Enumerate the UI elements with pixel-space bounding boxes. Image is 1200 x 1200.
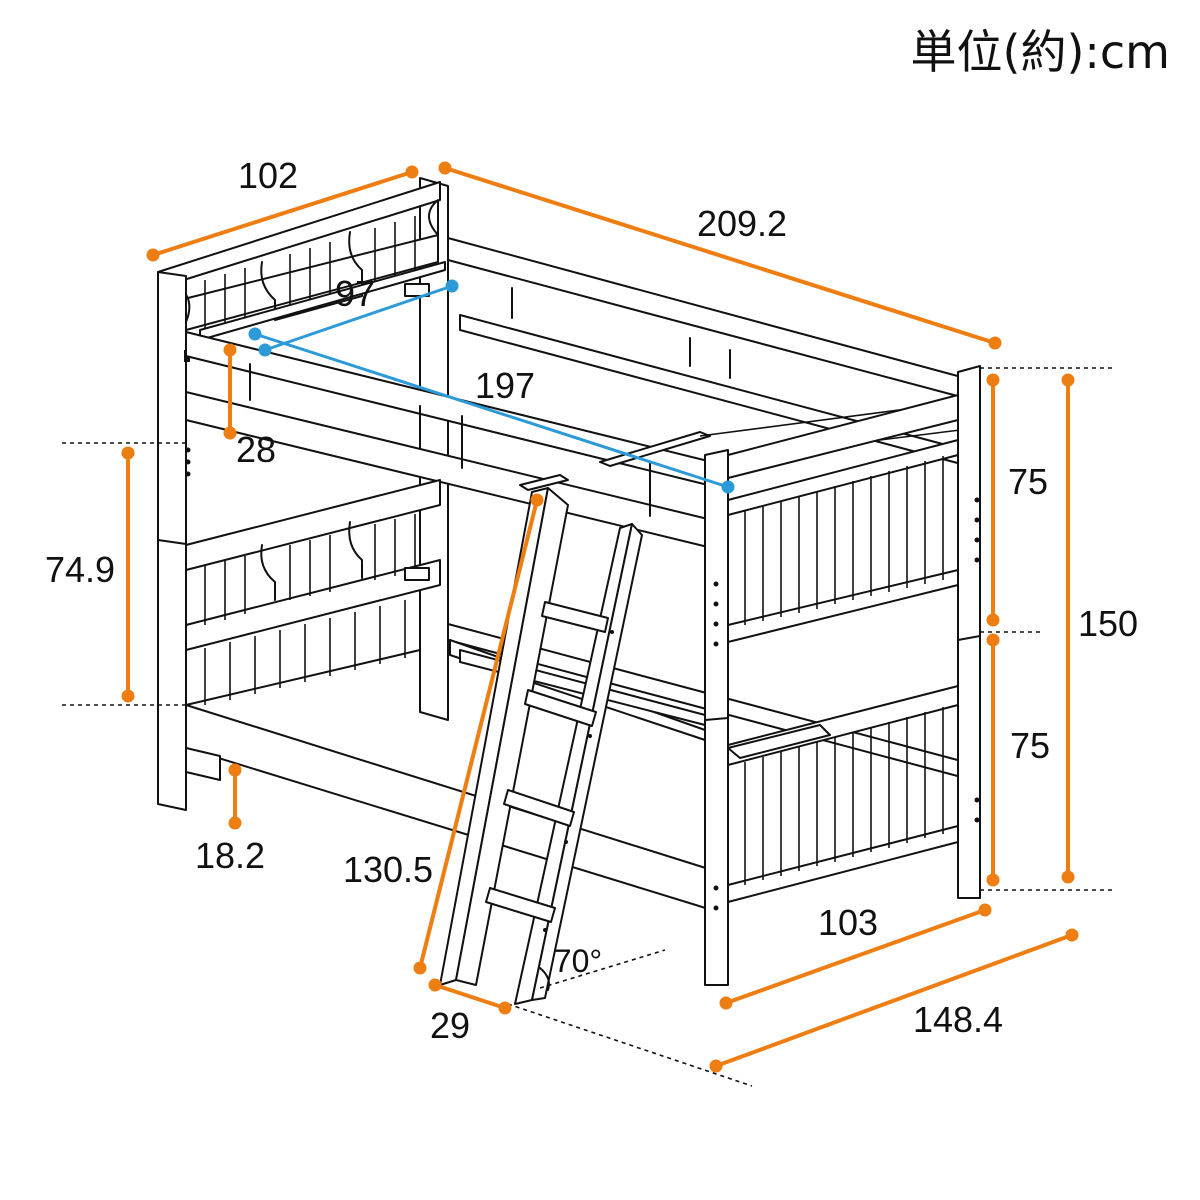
label-upper-section: 75 — [1008, 461, 1048, 502]
outer-dimensions — [121, 161, 1079, 1073]
label-footprint-depth: 103 — [818, 902, 878, 943]
label-ladder-length: 130.5 — [343, 849, 433, 890]
label-floor-clearance: 18.2 — [195, 835, 265, 876]
front-left-post — [157, 271, 191, 811]
label-lower-section: 75 — [1010, 725, 1050, 766]
front-right-post — [704, 449, 729, 986]
lower-footboard — [727, 685, 959, 903]
label-depth-with-ladder: 148.4 — [913, 999, 1003, 1040]
label-guard-height: 28 — [236, 429, 276, 470]
label-ladder-width: 29 — [430, 1005, 470, 1046]
dimension-labels: 単位(約):cm 102 209.2 97 197 28 74.9 75 75 … — [45, 25, 1170, 1046]
label-ladder-angle: 70° — [554, 943, 602, 979]
label-inner-length: 197 — [475, 365, 535, 406]
upper-footboard — [727, 394, 959, 643]
label-width-top: 102 — [238, 155, 298, 196]
label-lower-clearance: 74.9 — [45, 549, 115, 590]
label-total-height: 150 — [1078, 603, 1138, 644]
label-inner-width: 97 — [335, 273, 375, 314]
lower-headboard — [185, 479, 441, 706]
reference-lines — [62, 367, 1115, 1087]
upper-guard-rail — [185, 331, 713, 549]
label-length-top: 209.2 — [697, 203, 787, 244]
unit-label: 単位(約):cm — [911, 25, 1171, 79]
bunk-bed-drawing — [157, 177, 981, 1005]
back-right-post — [957, 365, 981, 899]
ladder — [439, 487, 643, 1005]
inner-dimensions — [248, 279, 735, 494]
